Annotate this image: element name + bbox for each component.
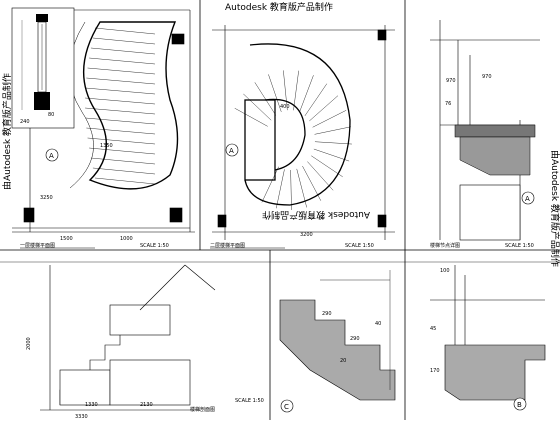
stair-tread-line xyxy=(94,27,156,35)
stair-tread-line xyxy=(87,137,156,145)
dim-20: 20 xyxy=(340,358,346,364)
spiral-tread-line xyxy=(312,110,347,128)
scale-second-floor: SCALE 1:50 xyxy=(345,243,374,249)
spiral-tread-line xyxy=(307,161,334,191)
spiral-tread-line xyxy=(293,70,299,111)
dim-970-b: 970 xyxy=(482,74,492,80)
stair-tread-line xyxy=(90,47,156,55)
spiral-tread-line xyxy=(314,126,351,135)
spiral-tread-line xyxy=(313,148,350,162)
stair-tread-line xyxy=(87,67,156,75)
panel-node-detail: 970 970 76 A 由Autodesk 教育版产品制作 楼梯节点详图 SC… xyxy=(430,20,560,267)
spiral-tread-line xyxy=(276,169,285,209)
caption-second-floor-plan: 二层楼梯平面图 xyxy=(210,242,245,249)
stair-tread-line xyxy=(85,97,156,105)
marker-a2-label: A xyxy=(229,147,234,155)
panel-detail-c: 290 290 40 20 C xyxy=(279,270,396,413)
section-marker-b xyxy=(513,397,527,411)
spiral-tread-line xyxy=(234,108,268,127)
spiral-tread-line xyxy=(254,82,276,116)
spiral-tread-line xyxy=(311,155,343,177)
spiral-tread-line xyxy=(299,75,314,113)
dim-2000: 2000 xyxy=(26,337,32,350)
stair-tread-line xyxy=(92,37,156,45)
spiral-tread-line xyxy=(304,83,328,116)
marker-a3-label: A xyxy=(525,195,530,203)
marker-b-label: B xyxy=(517,401,522,409)
dim-240: 240 xyxy=(20,119,30,125)
stair-tread-line xyxy=(85,107,156,115)
dim-80: 80 xyxy=(48,112,54,118)
stair-tread-line xyxy=(92,167,156,175)
spiral-tread-line xyxy=(296,168,307,208)
dim-970-a: 970 xyxy=(446,78,456,84)
dim-76: 76 xyxy=(445,101,451,107)
dim-1350: 1350 xyxy=(100,143,113,149)
stair-tread-line xyxy=(94,177,156,185)
scale-node-detail: SCALE 1:50 xyxy=(505,243,534,249)
dim-290-a: 290 xyxy=(322,311,332,317)
dim-290-b: 290 xyxy=(350,336,360,342)
dim-170: 170 xyxy=(430,368,440,374)
marker-a-label: A xyxy=(49,152,54,160)
dim-1500: 1500 xyxy=(60,236,73,242)
stair-tread-line xyxy=(89,147,156,155)
scale-stair-section: SCALE 1:50 xyxy=(235,398,264,404)
section-marker-a2 xyxy=(225,143,239,157)
baluster-detail: 240 80 xyxy=(11,7,75,129)
dim-3250: 3250 xyxy=(40,195,53,201)
spiral-tread-line xyxy=(290,169,292,210)
stair-tread-line xyxy=(86,77,156,85)
dim-45: 45 xyxy=(430,326,436,332)
dim-40: 40 xyxy=(375,321,381,327)
watermark-bottom: Autodesk 教育版产品制作 xyxy=(262,209,370,221)
caption-node-detail: 楼梯节点详图 xyxy=(430,242,460,249)
dim-3200: 3200 xyxy=(300,232,313,238)
watermark-top: Autodesk 教育版产品制作 xyxy=(225,1,333,13)
watermark-left: 由Autodesk 教育版产品制作 xyxy=(1,73,13,190)
stair-tread-line xyxy=(85,117,156,125)
stair-tread-line xyxy=(86,127,156,135)
panel-stair-section: 2000 1330 2130 3330 楼梯剖面图 SCALE 1:50 xyxy=(26,264,264,420)
dim-1000: 1000 xyxy=(120,236,133,242)
spiral-tread-line xyxy=(302,165,322,201)
section-marker-a3 xyxy=(521,191,535,205)
stair-tread-line xyxy=(85,87,156,95)
spiral-tread-line xyxy=(261,166,279,203)
caption-stair-section: 楼梯剖面图 xyxy=(190,406,215,413)
panel-detail-b: 100 170 45 B xyxy=(430,265,546,411)
panel-second-floor-plan: Autodesk 教育版产品制作 A 400 3200 Autodesk 教育版… xyxy=(210,1,395,249)
dim-2130: 2130 xyxy=(140,402,153,408)
panel-ground-floor-plan: 240 80 A 3250 1500 1000 1350 由Autodesk 教… xyxy=(1,7,195,249)
spiral-tread-line xyxy=(268,74,282,112)
marker-c-label: C xyxy=(284,403,289,411)
stair-tread-line xyxy=(90,157,156,165)
watermark-right: 由Autodesk 教育版产品制作 xyxy=(549,150,560,267)
spiral-tread-line xyxy=(314,141,352,145)
stair-tread-line xyxy=(89,57,156,65)
dim-400: 400 xyxy=(280,104,290,110)
spiral-tread-line xyxy=(243,93,272,121)
spiral-tread-line xyxy=(283,70,288,111)
dim-3330: 3330 xyxy=(75,414,88,420)
spiral-tread-line xyxy=(309,95,339,122)
dim-1330: 1330 xyxy=(85,402,98,408)
section-marker-a xyxy=(45,148,59,162)
section-marker-c xyxy=(280,399,294,413)
caption-ground-floor-plan: 一层楼梯平面图 xyxy=(20,242,55,249)
dim-100: 100 xyxy=(440,268,450,274)
scale-ground-floor: SCALE 1:50 xyxy=(140,243,169,249)
